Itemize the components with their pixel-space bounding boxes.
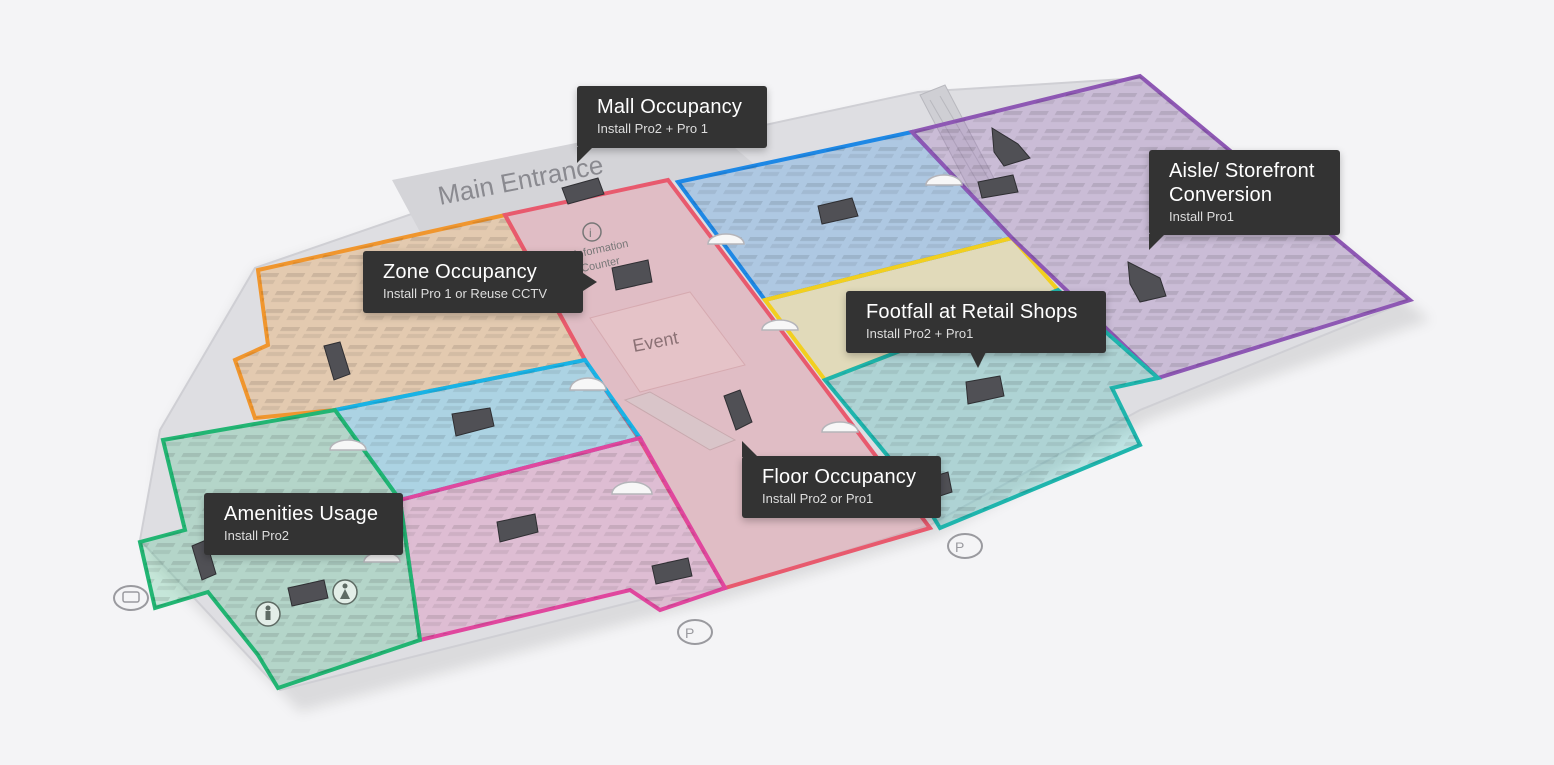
callout-subtitle: Install Pro 1 or Reuse CCTV xyxy=(383,286,548,301)
callout-subtitle: Install Pro2 xyxy=(224,528,290,543)
callout-title: Footfall at Retail Shops xyxy=(866,301,1078,323)
callout-title: Zone Occupancy xyxy=(383,261,537,283)
callout-pointer xyxy=(1149,234,1165,250)
sensor-devices xyxy=(191,127,1167,607)
callout-subtitle: Install Pro2 + Pro 1 xyxy=(597,121,708,136)
callout-title: Floor Occupancy xyxy=(762,466,917,488)
event-area xyxy=(589,291,746,393)
callout-subtitle: Install Pro2 or Pro1 xyxy=(762,491,874,506)
callout-pointer xyxy=(742,441,758,457)
train-icon xyxy=(113,585,149,611)
restroom-male-icon xyxy=(255,601,281,627)
callout-title: Mall Occupancy xyxy=(597,96,743,118)
callout-subtitle: Install Pro2 + Pro1 xyxy=(866,326,974,341)
callout-floor-occupancy[interactable]: Floor Occupancy Install Pro2 or Pro1 xyxy=(742,441,941,518)
info-icon xyxy=(582,222,602,242)
callout-pointer xyxy=(577,147,593,163)
callout-zone-occupancy[interactable]: Zone Occupancy Install Pro 1 or Reuse CC… xyxy=(363,251,597,313)
callout-title: Aisle/ Storefront Conversion xyxy=(1169,160,1315,206)
parking-icon: P xyxy=(947,533,983,559)
svg-text:P: P xyxy=(955,539,964,555)
callout-amenities-usage[interactable]: Amenities Usage Install Pro2 xyxy=(204,493,403,555)
callout-mall-occupancy[interactable]: Mall Occupancy Install Pro2 + Pro 1 xyxy=(577,86,767,163)
callout-pointer xyxy=(583,273,597,291)
parking-icon: P xyxy=(677,619,713,645)
callout-subtitle: Install Pro1 xyxy=(1169,209,1235,224)
callout-title: Amenities Usage xyxy=(224,503,379,525)
callout-aisle-storefront[interactable]: Aisle/ Storefront Conversion Install Pro… xyxy=(1149,150,1340,250)
restroom-female-icon xyxy=(332,579,358,605)
callout-pointer xyxy=(970,352,986,368)
svg-text:P: P xyxy=(685,625,694,641)
info-icon-glyph: i xyxy=(589,226,592,240)
central-escalator xyxy=(623,391,737,451)
callout-footfall-retail[interactable]: Footfall at Retail Shops Install Pro2 + … xyxy=(846,291,1106,368)
